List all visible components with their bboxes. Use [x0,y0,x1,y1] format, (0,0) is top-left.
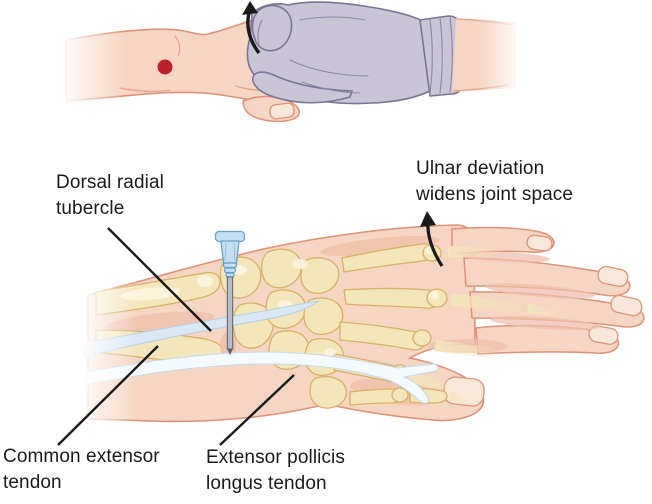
carpal-bone [261,248,302,289]
label-extensor-pollicis-longus-tendon: Extensor pollicis longus tendon [206,447,345,494]
extensor-pollicis-longus-tendon-shape [85,351,439,404]
arm-fade-overlay [58,22,126,108]
glove-finger-wrap [251,71,354,104]
middle-fingernail [597,265,629,288]
carpal-bone [303,297,344,335]
arm-fade-overlay [78,278,138,430]
common-extensor-tendon-shape [83,300,320,358]
examiner-forearm [452,12,524,98]
pointer-line-extensor-pollicis-longus [219,374,295,446]
injection-site-red-dot-icon [157,59,173,75]
needle-shaft [226,276,234,350]
needle-hub-flange [214,230,246,243]
syringe-needle [214,230,246,355]
label-pointer-lines [57,227,295,446]
little-fingernail [588,325,619,345]
ring-fingernail [610,294,643,317]
ulnar-deviation-arrow-icon [420,211,444,267]
index-fingernail [526,234,553,252]
needle-hub-body [220,240,240,264]
top-panel-grip-illustration [58,1,524,123]
needle-tip [227,349,233,355]
trapezium-bone [309,375,348,409]
bottom-panel-anatomy-illustration [57,211,645,446]
patient-thumbnail [269,102,295,120]
pointer-line-dorsal-radial-tubercle [107,227,212,332]
carpal-bone [300,257,340,295]
examiner-glove [246,1,463,105]
metacarpal-bone [343,287,440,309]
pointer-line-common-extensor-tendon [57,345,159,446]
glove-thumb [251,4,293,52]
label-dorsal-radial-tubercle: Dorsal radial tubercle [56,172,164,219]
label-common-extensor-tendon: Common extensor tendon [3,446,160,493]
label-ulnar-deviation: Ulnar deviation widens joint space [416,158,574,205]
traction-arrow-icon [242,1,261,55]
